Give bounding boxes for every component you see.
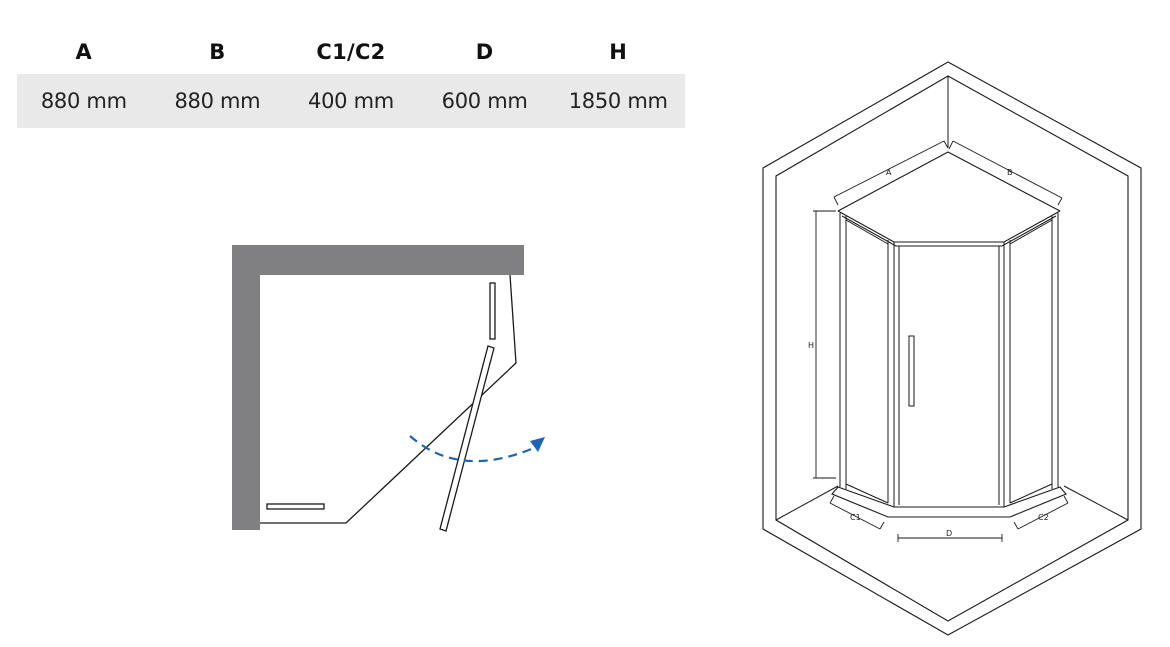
header-c1-c2: C1/C2 (316, 40, 386, 64)
tray-outline (260, 274, 517, 524)
dimension-line-b (948, 140, 1063, 206)
label-c1: C1 (850, 513, 861, 522)
dimension-line-d (897, 534, 1003, 542)
dimension-line-c1 (829, 495, 885, 530)
dimension-header-row: A B C1/C2 D H (17, 30, 685, 74)
header-h: H (609, 40, 628, 64)
label-a: A (886, 168, 892, 177)
room-outline-inner (775, 75, 1129, 622)
swing-arrow-arc (409, 435, 537, 463)
shower-tray-base (831, 486, 1067, 518)
dimension-value-row: 880 mm 880 mm 400 mm 600 mm 1850 mm (17, 74, 685, 128)
door-handle (908, 335, 915, 407)
dimension-table: A B C1/C2 D H 880 mm 880 mm 400 mm 600 m… (17, 30, 685, 128)
side-panel-left (845, 219, 889, 504)
enclosure-posts (839, 213, 1059, 507)
label-c2: C2 (1038, 513, 1049, 522)
floor-edge-left (775, 485, 839, 521)
dimension-line-a (833, 140, 949, 206)
label-d: D (946, 529, 952, 538)
side-panel-right (1009, 219, 1053, 504)
fixed-panel-left (266, 503, 325, 510)
dimension-line-c2 (1013, 495, 1069, 530)
header-b: B (209, 40, 226, 64)
wall-shape (232, 245, 524, 530)
value-h: 1850 mm (568, 89, 668, 113)
label-h: H (808, 341, 814, 350)
value-c1-c2: 400 mm (308, 89, 394, 113)
value-a: 880 mm (40, 89, 127, 113)
floor-edge-right (1063, 485, 1129, 521)
label-b: B (1007, 168, 1013, 177)
door-panel (439, 345, 495, 532)
dimension-line-h (813, 210, 836, 479)
swing-arrow-head (530, 437, 545, 452)
header-d: D (475, 40, 494, 64)
value-d: 600 mm (441, 89, 528, 113)
room-outline-outer (762, 61, 1142, 636)
fixed-panel-right (489, 282, 496, 340)
value-b: 880 mm (174, 89, 261, 113)
enclosure-top-frame (837, 151, 1061, 247)
header-a: A (75, 40, 93, 64)
